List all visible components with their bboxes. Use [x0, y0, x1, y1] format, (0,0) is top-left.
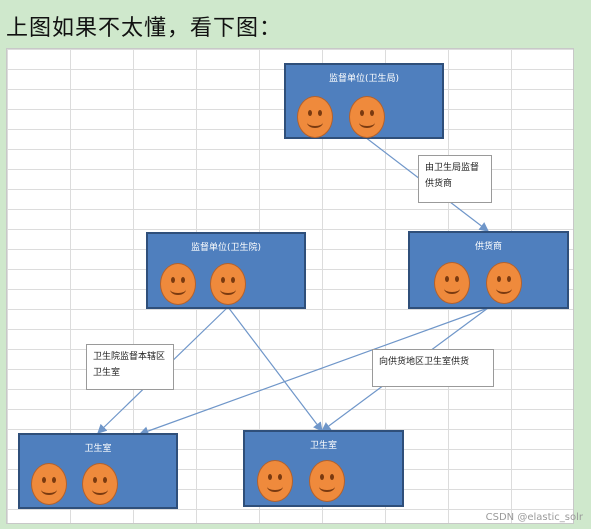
node-clinic-1: 卫生室	[18, 433, 178, 509]
smiley-face-icon	[31, 463, 67, 505]
note-bureau-supervises-supplier: 由卫生局监督供货商	[418, 155, 492, 203]
node-health-bureau: 监督单位(卫生局)	[284, 63, 444, 139]
smiley-face-icon	[297, 96, 333, 138]
watermark: CSDN @elastic_solr	[485, 512, 583, 523]
node-clinic-2-title: 卫生室	[309, 441, 337, 451]
page-heading: 上图如果不太懂，看下图：	[6, 16, 283, 41]
node-clinic-1-title: 卫生室	[84, 444, 112, 454]
node-health-hospital-title: 监督单位(卫生院)	[190, 243, 262, 253]
node-supplier-title: 供货商	[474, 242, 502, 252]
smiley-face-icon	[160, 263, 196, 305]
smiley-face-icon	[486, 262, 522, 304]
smiley-face-icon	[434, 262, 470, 304]
smiley-face-icon	[349, 96, 385, 138]
smiley-face-icon	[309, 460, 345, 502]
smiley-face-icon	[210, 263, 246, 305]
smiley-face-icon	[82, 463, 118, 505]
node-supplier: 供货商	[408, 231, 569, 309]
smiley-face-icon	[257, 460, 293, 502]
node-clinic-2: 卫生室	[243, 430, 404, 507]
note-supplier-supplies-clinics: 向供货地区卫生室供货	[372, 349, 494, 387]
node-health-bureau-title: 监督单位(卫生局)	[328, 74, 400, 84]
node-health-hospital: 监督单位(卫生院)	[146, 232, 306, 309]
note-hospital-supervises-clinics: 卫生院监督本辖区卫生室	[86, 344, 174, 390]
